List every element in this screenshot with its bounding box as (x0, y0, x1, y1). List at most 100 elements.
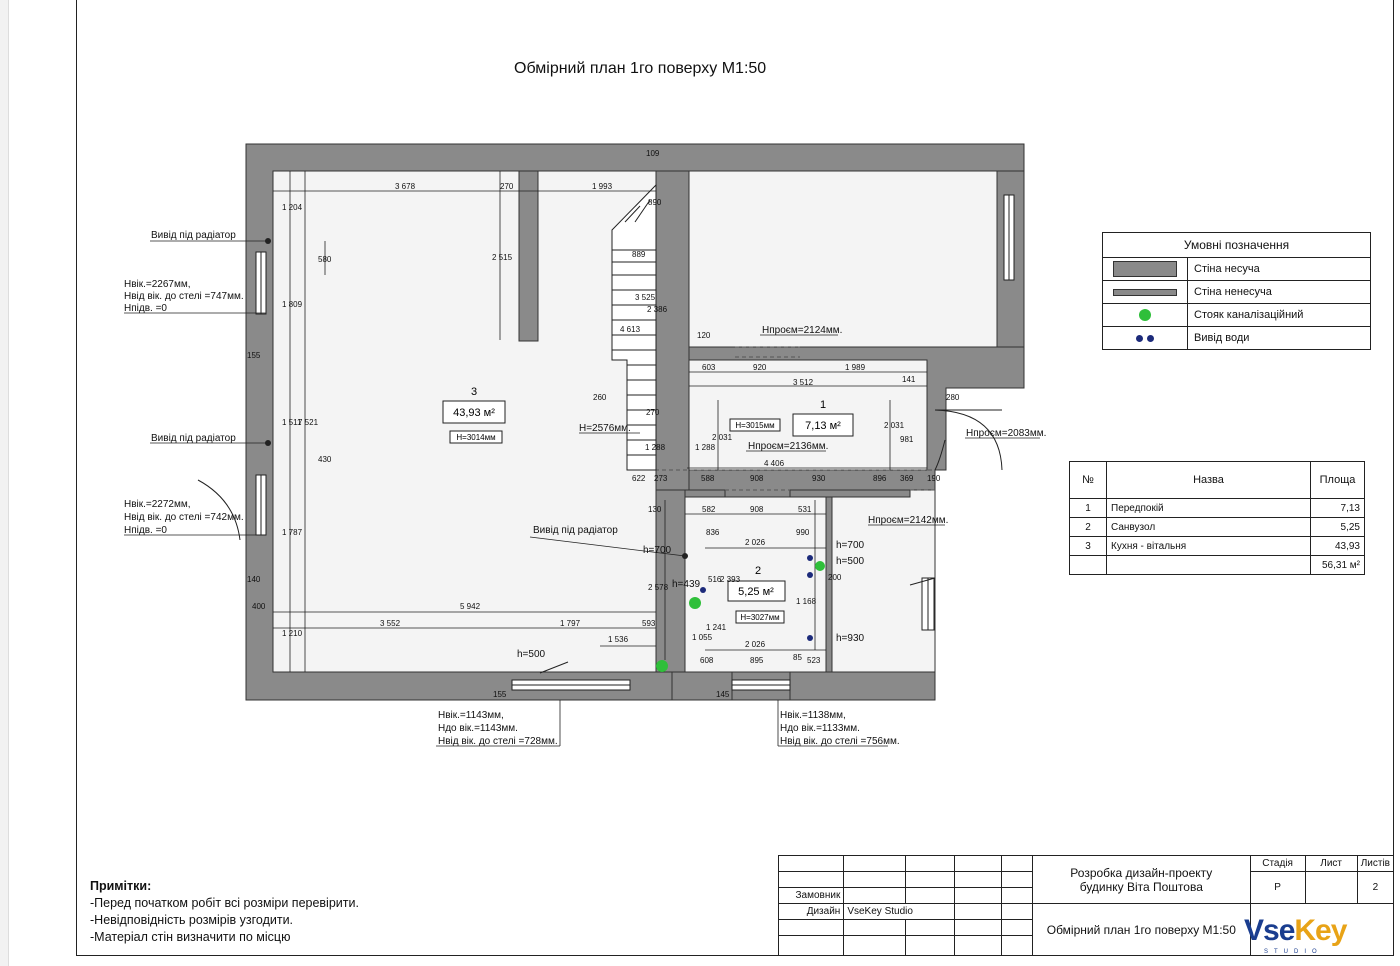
dim-text: 2 386 (647, 305, 668, 314)
dim-text: 622 (632, 474, 646, 483)
staircase (611, 183, 657, 471)
sheet-label: Лист (1304, 855, 1358, 872)
dim-text: 1 288 (695, 443, 716, 452)
outlet-height: h=500 (836, 556, 865, 567)
dim-text: 531 (798, 505, 812, 514)
dim-text: 145 (716, 690, 730, 699)
sewer-riser-icon (815, 561, 825, 571)
left-page-edge (0, 0, 9, 966)
leader-lines (124, 240, 1040, 747)
radiator-label: Вивід під радіатор (151, 230, 236, 241)
dim-text: 369 (900, 474, 914, 483)
notes-title: Примітки: (90, 879, 152, 893)
notes: Примітки: -Перед початком робіт всі розм… (90, 878, 359, 946)
room-1-area: 7,13 м² (805, 420, 841, 432)
window-spec: Ндо вік.=1143мм. (438, 723, 518, 734)
dim-text: 155 (493, 690, 507, 699)
dim-text: 896 (873, 474, 887, 483)
dim-text: 155 (247, 351, 261, 360)
room-2-area: 5,25 м² (738, 586, 774, 598)
windows (255, 194, 1015, 691)
dimension-lines (273, 171, 927, 672)
sheets-value: 2 (1356, 871, 1395, 904)
table-row: 1 Передпокій 7,13 (1069, 498, 1365, 518)
dim-text: 1 797 (560, 619, 581, 628)
callout-labels: Вивід під радіатор Вивід під радіатор Ви… (124, 230, 1046, 747)
dim-text: 7 521 (298, 418, 319, 427)
legend-item-label: Стояк каналізаційний (1187, 303, 1371, 327)
project-title-line2: будинку Віта Поштова (1079, 879, 1203, 894)
window-spec: Нвід вік. до стелі =728мм. (438, 736, 558, 747)
openings (627, 346, 935, 491)
drawing-title: Обмірний план 1го поверху М1:50 (514, 60, 767, 77)
dim-text: 5 942 (460, 602, 481, 611)
dim-text: 280 (946, 393, 960, 402)
total-area: 56,31 м² (1310, 555, 1365, 575)
dim-text: 523 (807, 656, 821, 665)
studio-logo: VseKey (1244, 914, 1347, 947)
col-header: № (1069, 461, 1107, 499)
drawing-frame (76, 0, 1394, 956)
window-spec: Ндо вік.=1133мм. (780, 723, 860, 734)
opening-height: Нпроєм=2083мм. (966, 428, 1046, 439)
room-3-number: 3 (471, 386, 477, 398)
dim-text: 588 (701, 474, 715, 483)
dim-text: 270 (646, 408, 660, 417)
outlet-height: h=700 (836, 540, 865, 551)
dim-text: 141 (902, 375, 916, 384)
opening-height: Н=2576мм. (579, 423, 631, 434)
window-spec: Нвік.=1143мм, (438, 710, 504, 721)
dim-text: 1 288 (645, 443, 666, 452)
dim-text: 2 515 (492, 253, 513, 262)
doors (197, 409, 1003, 674)
col-header: Назва (1106, 461, 1311, 499)
dim-text: 908 (750, 505, 764, 514)
window-spec: Нвід вік. до стелі =747мм. (124, 291, 244, 302)
room-3-height: Н=3014мм (456, 433, 495, 442)
room-1-number: 1 (820, 399, 826, 411)
dim-text: 190 (927, 474, 941, 483)
dim-text: 582 (702, 505, 716, 514)
opening-height: Нпроєм=2142мм. (868, 515, 948, 526)
water-outlet-icon (700, 587, 706, 593)
dim-text: 1 511 (282, 418, 302, 427)
dim-text: 430 (318, 455, 332, 464)
dim-text: 895 (750, 656, 764, 665)
window-spec: Нвід вік. до стелі =742мм. (124, 512, 244, 523)
col-header: Площа (1310, 461, 1365, 499)
opening-height: Нпроєм=2124мм. (762, 325, 842, 336)
dim-text: 1 204 (282, 203, 303, 212)
dim-text: 516 (708, 575, 722, 584)
sewer-riser-icon (689, 597, 701, 609)
dim-text: 1 536 (608, 635, 629, 644)
sheets-label: Листів (1356, 855, 1395, 872)
dim-text: 2 031 (884, 421, 905, 430)
dim-text: 2 578 (648, 583, 669, 592)
dim-text: 85 (793, 653, 802, 662)
window-spec: Нвік.=1138мм, (780, 710, 846, 721)
dimension-texts: 3 678 270 1 993 109 890 889 3 525 2 386 … (247, 149, 960, 699)
outlet-height: h=930 (836, 633, 865, 644)
radiator-label: Вивід під радіатор (533, 525, 618, 536)
dim-text: 273 (654, 474, 668, 483)
dim-text: 3 552 (380, 619, 401, 628)
table-row: 2 Санвузол 5,25 (1069, 517, 1365, 537)
room-1-height: Н=3015мм (735, 421, 774, 430)
dim-text: 200 (828, 573, 842, 582)
water-outlet-icon (807, 572, 813, 578)
note-line: -Перед початком робіт всі розміри переві… (90, 896, 359, 910)
legend-item-label: Стіна ненесуча (1187, 280, 1371, 304)
dim-text: 1 989 (845, 363, 866, 372)
window-spec: Нвік.=2272мм, (124, 499, 191, 510)
dim-text: 130 (648, 505, 662, 514)
dim-text: 580 (318, 255, 332, 264)
dim-text: 2 026 (745, 640, 766, 649)
dim-text: 1 241 (706, 623, 727, 632)
dim-text: 140 (247, 575, 261, 584)
dim-text: 1 993 (592, 182, 613, 191)
dim-text: 2 026 (745, 538, 766, 547)
outlet-height: h=700 (643, 545, 672, 556)
dim-text: 120 (697, 331, 711, 340)
stage-value: Р (1249, 871, 1306, 904)
